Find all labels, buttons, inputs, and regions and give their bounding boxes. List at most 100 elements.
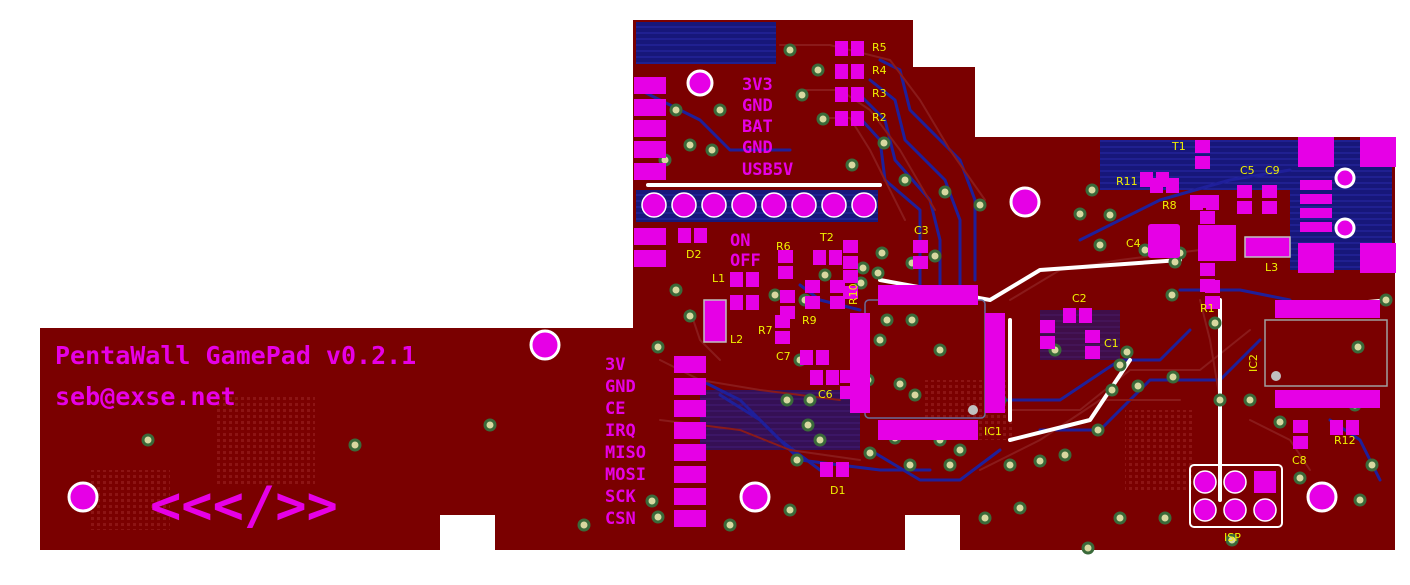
usb-connector — [1298, 137, 1396, 273]
ref-c5: C5 — [1240, 164, 1255, 177]
ref-r4: R4 — [872, 64, 887, 77]
smd-pad — [746, 272, 759, 287]
mounting-hole — [1306, 481, 1338, 513]
ref-c6: C6 — [818, 388, 833, 401]
smd-pad — [835, 64, 848, 79]
via — [683, 309, 697, 323]
ref-r2: R2 — [872, 111, 887, 124]
smd-pad — [835, 41, 848, 56]
ref-l1: L1 — [712, 272, 725, 285]
ref-t2: T2 — [819, 231, 834, 244]
smd-pad — [835, 111, 848, 126]
via — [1103, 208, 1117, 222]
mounting-hole — [739, 481, 771, 513]
board-outline — [34, 14, 1401, 569]
switch-label-on: ON — [730, 231, 750, 251]
via — [893, 377, 907, 391]
via — [1353, 493, 1367, 507]
smd-pad — [775, 331, 790, 344]
via — [1166, 370, 1180, 384]
ref-r10: R10 — [847, 283, 860, 305]
switch-label-off: OFF — [730, 251, 761, 271]
via — [1165, 288, 1179, 302]
mounting-hole — [686, 69, 714, 97]
smd-pad — [1205, 280, 1220, 293]
ref-ic1: IC1 — [984, 425, 1002, 438]
radio-label-sck: SCK — [605, 487, 636, 507]
power-label-usb5v: USB5V — [742, 160, 793, 180]
via — [1293, 471, 1307, 485]
via — [723, 518, 737, 532]
via — [938, 185, 952, 199]
ref-r12: R12 — [1334, 434, 1356, 447]
smd-pad — [843, 256, 858, 269]
smd-pad — [1237, 201, 1252, 214]
via — [1120, 345, 1134, 359]
smd-pad — [1085, 330, 1100, 343]
ref-c7: C7 — [776, 350, 791, 363]
smd-pad — [1040, 336, 1055, 349]
ref-c3: C3 — [914, 224, 929, 237]
via — [713, 103, 727, 117]
smd-pad — [1063, 308, 1076, 323]
via — [1091, 423, 1105, 437]
via — [783, 43, 797, 57]
via — [953, 443, 967, 457]
via — [880, 313, 894, 327]
smd-pad — [840, 370, 855, 383]
via — [871, 266, 885, 280]
smd-pad — [800, 350, 813, 365]
via — [816, 112, 830, 126]
smd-pad — [1262, 201, 1277, 214]
radio-label-ce: CE — [605, 399, 625, 419]
smd-pad — [1085, 346, 1100, 359]
ref-r3: R3 — [872, 87, 887, 100]
via — [348, 438, 362, 452]
smd-pad — [730, 272, 743, 287]
smd-pad — [778, 250, 793, 263]
isp-header — [1189, 464, 1283, 528]
smd-components — [678, 41, 1359, 477]
board-email: seb@exse.net — [55, 382, 236, 411]
via — [845, 158, 859, 172]
power-label-gnd-1: GND — [742, 96, 773, 116]
smd-pad — [851, 64, 864, 79]
smd-pad — [746, 295, 759, 310]
via — [811, 63, 825, 77]
via — [669, 283, 683, 297]
radio-header-pads — [674, 356, 706, 527]
via — [856, 261, 870, 275]
smd-pad — [913, 240, 928, 253]
mounting-hole — [1334, 217, 1356, 239]
via — [908, 388, 922, 402]
smd-pad — [1200, 211, 1215, 224]
smd-pad — [1150, 178, 1163, 193]
via — [801, 418, 815, 432]
via — [803, 393, 817, 407]
smd-pad — [1330, 420, 1343, 435]
smd-pad — [678, 228, 691, 243]
smd-pad — [775, 315, 790, 328]
smd-pad — [843, 240, 858, 253]
via — [1168, 255, 1182, 269]
power-label-bat: BAT — [742, 117, 773, 137]
ref-r7: R7 — [758, 324, 773, 337]
radio-label-gnd: GND — [605, 377, 636, 397]
smd-pad — [805, 280, 820, 293]
smd-pad — [778, 266, 793, 279]
smd-pad — [1293, 436, 1308, 449]
via — [1131, 379, 1145, 393]
smd-pad — [826, 370, 839, 385]
via — [875, 246, 889, 260]
smd-pad — [1262, 185, 1277, 198]
ref-d1: D1 — [830, 484, 845, 497]
via — [651, 510, 665, 524]
via — [813, 433, 827, 447]
smd-pad — [830, 296, 845, 309]
via — [483, 418, 497, 432]
ref-d2: D2 — [686, 248, 701, 261]
radio-label-csn: CSN — [605, 509, 636, 529]
smd-pad — [836, 462, 849, 477]
via — [1073, 207, 1087, 221]
